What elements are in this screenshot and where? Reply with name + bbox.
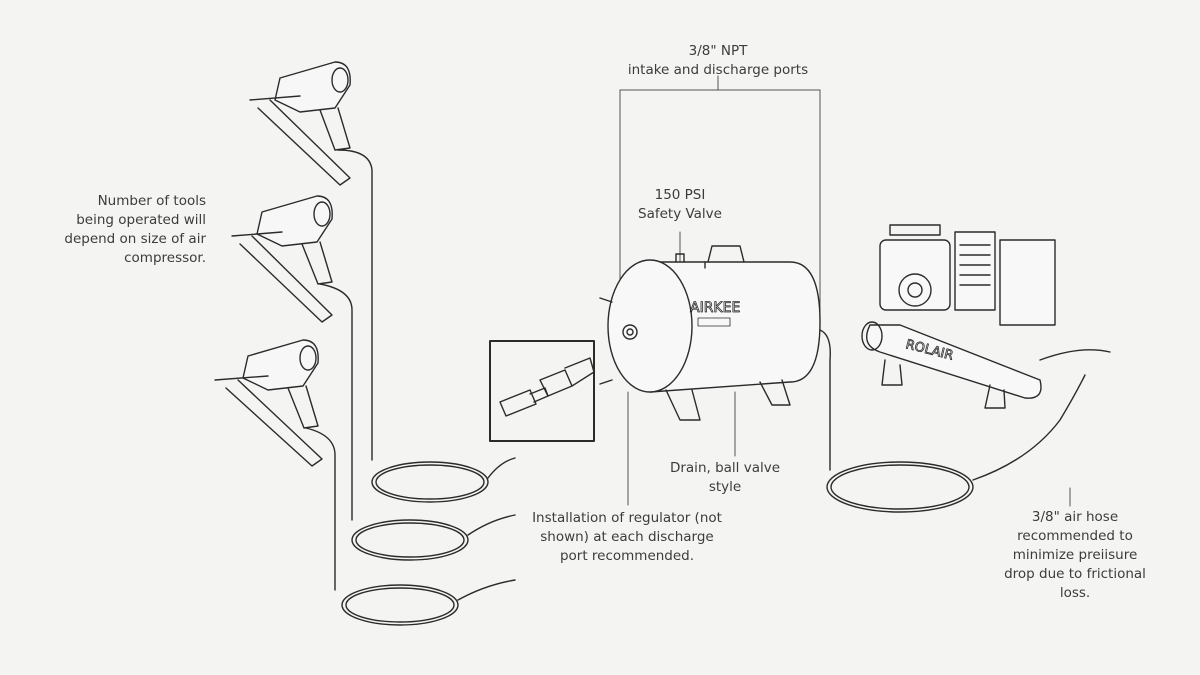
ports-bracket xyxy=(619,75,821,331)
ports-label-line: intake and discharge ports xyxy=(627,62,809,78)
air-hose-label-line: minimize preiisure xyxy=(1012,547,1138,563)
air-tank: AIRKEE xyxy=(599,245,831,471)
regulator-label-line: port recommended. xyxy=(559,548,695,564)
safety-valve-label-line: Safety Valve xyxy=(638,206,722,222)
air-hose-label-line: recommended to xyxy=(1017,528,1133,544)
safety-valve-label-line: 150 PSI xyxy=(654,187,706,203)
tools-label-line: depend on size of air xyxy=(64,231,206,247)
regulator-label-line: Installation of regulator (not xyxy=(532,510,722,526)
drain-label-line: style xyxy=(708,479,742,495)
tool-hose-coils xyxy=(341,457,516,626)
compressor-hose-coil xyxy=(826,374,1086,513)
compressor: ROLAIR xyxy=(861,224,1111,409)
air-hose-label-line: drop due to frictional xyxy=(1004,566,1146,582)
tools-label-line: Number of tools xyxy=(97,193,206,209)
regulator-label-line: shown) at each discharge xyxy=(540,529,714,545)
tools-label-line: being operated will xyxy=(76,212,206,228)
tools-label: Number of tools being operated will depe… xyxy=(20,192,206,268)
ports-label: 3/8" NPT intake and discharge ports xyxy=(590,42,846,80)
air-hose-label-line: loss. xyxy=(1059,585,1091,601)
tools-label-line: compressor. xyxy=(124,250,206,266)
drain-label-line: Drain, ball valve xyxy=(669,460,781,476)
nail-gun-3 xyxy=(214,339,336,591)
tank-logo: AIRKEE xyxy=(690,300,740,316)
ports-label-line: 3/8" NPT xyxy=(688,43,748,59)
quick-coupler-inset xyxy=(489,340,595,442)
drain-label: Drain, ball valve style xyxy=(655,459,795,497)
regulator-label: Installation of regulator (not shown) at… xyxy=(517,509,737,566)
air-hose-label-line: 3/8" air hose xyxy=(1031,509,1119,525)
safety-valve-label: 150 PSI Safety Valve xyxy=(620,186,740,224)
nail-gun-1 xyxy=(249,61,373,461)
leader-lines xyxy=(619,75,1071,507)
air-hose-label: 3/8" air hose recommended to minimize pr… xyxy=(990,508,1160,603)
nail-gun-2 xyxy=(231,195,353,521)
